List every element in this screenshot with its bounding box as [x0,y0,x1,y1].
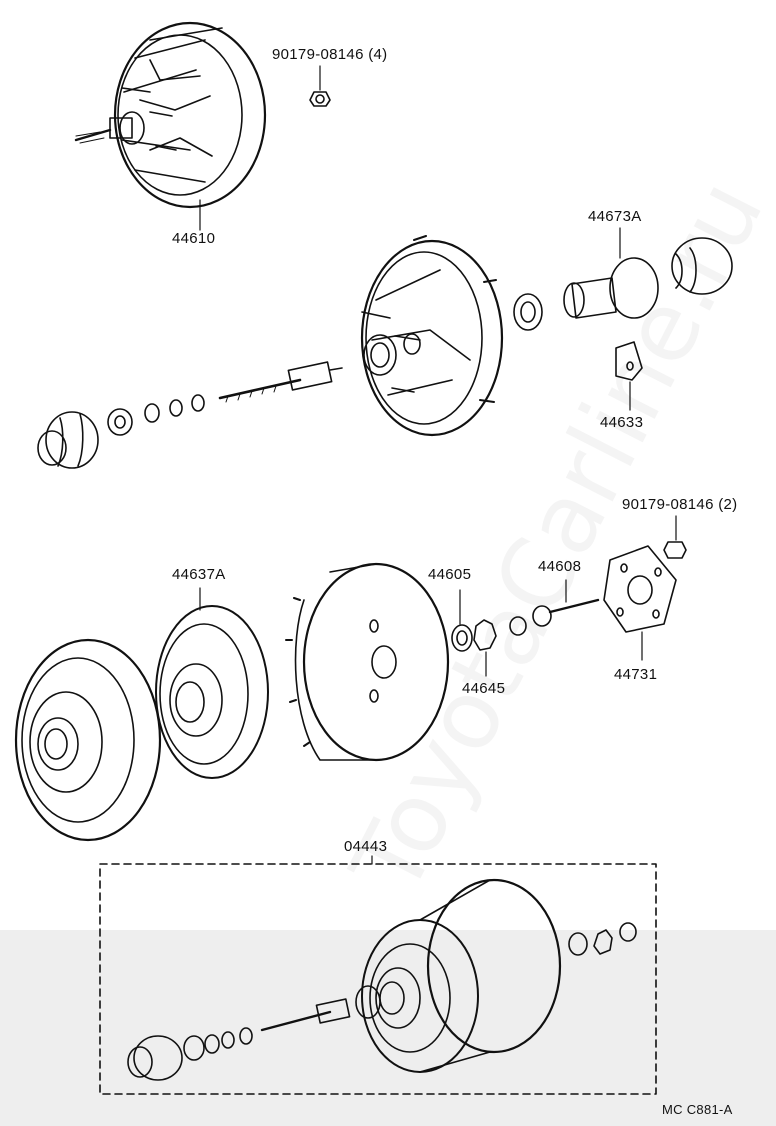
booster-assembly-kit [127,878,637,1081]
part-label-44605[interactable]: 44605 [428,566,472,583]
brake-booster-assembly [74,21,267,231]
front-housing [285,562,450,762]
part-label-90179-08146-top[interactable]: 90179-08146 (4) [272,46,387,63]
part-label-44645[interactable]: 44645 [462,680,506,697]
rear-housing [14,638,162,842]
part-label-44633[interactable]: 44633 [600,414,644,431]
valve-rod-assembly [37,361,343,469]
part-label-04443[interactable]: 04443 [344,838,388,855]
booster-front-shell [360,235,504,437]
small-parts [451,515,687,677]
kit-bracket [99,855,657,1095]
part-label-90179-08146-mid[interactable]: 90179-08146 (2) [622,496,737,513]
part-label-44673a[interactable]: 44673A [588,208,642,225]
part-label-44608[interactable]: 44608 [538,558,582,575]
diaphragm [155,587,269,779]
part-label-44637a[interactable]: 44637A [172,566,226,583]
part-label-44731[interactable]: 44731 [614,666,658,683]
diagram-code: MC C881-A [662,1102,733,1117]
quantity-text: (2) [718,496,738,513]
part-number-text: 90179-08146 [272,46,364,63]
part-label-44610[interactable]: 44610 [172,230,216,247]
part-number-text: 90179-08146 [622,496,714,513]
seal-and-boot [513,227,733,411]
quantity-text: (4) [368,46,388,63]
nut-top [309,65,331,107]
